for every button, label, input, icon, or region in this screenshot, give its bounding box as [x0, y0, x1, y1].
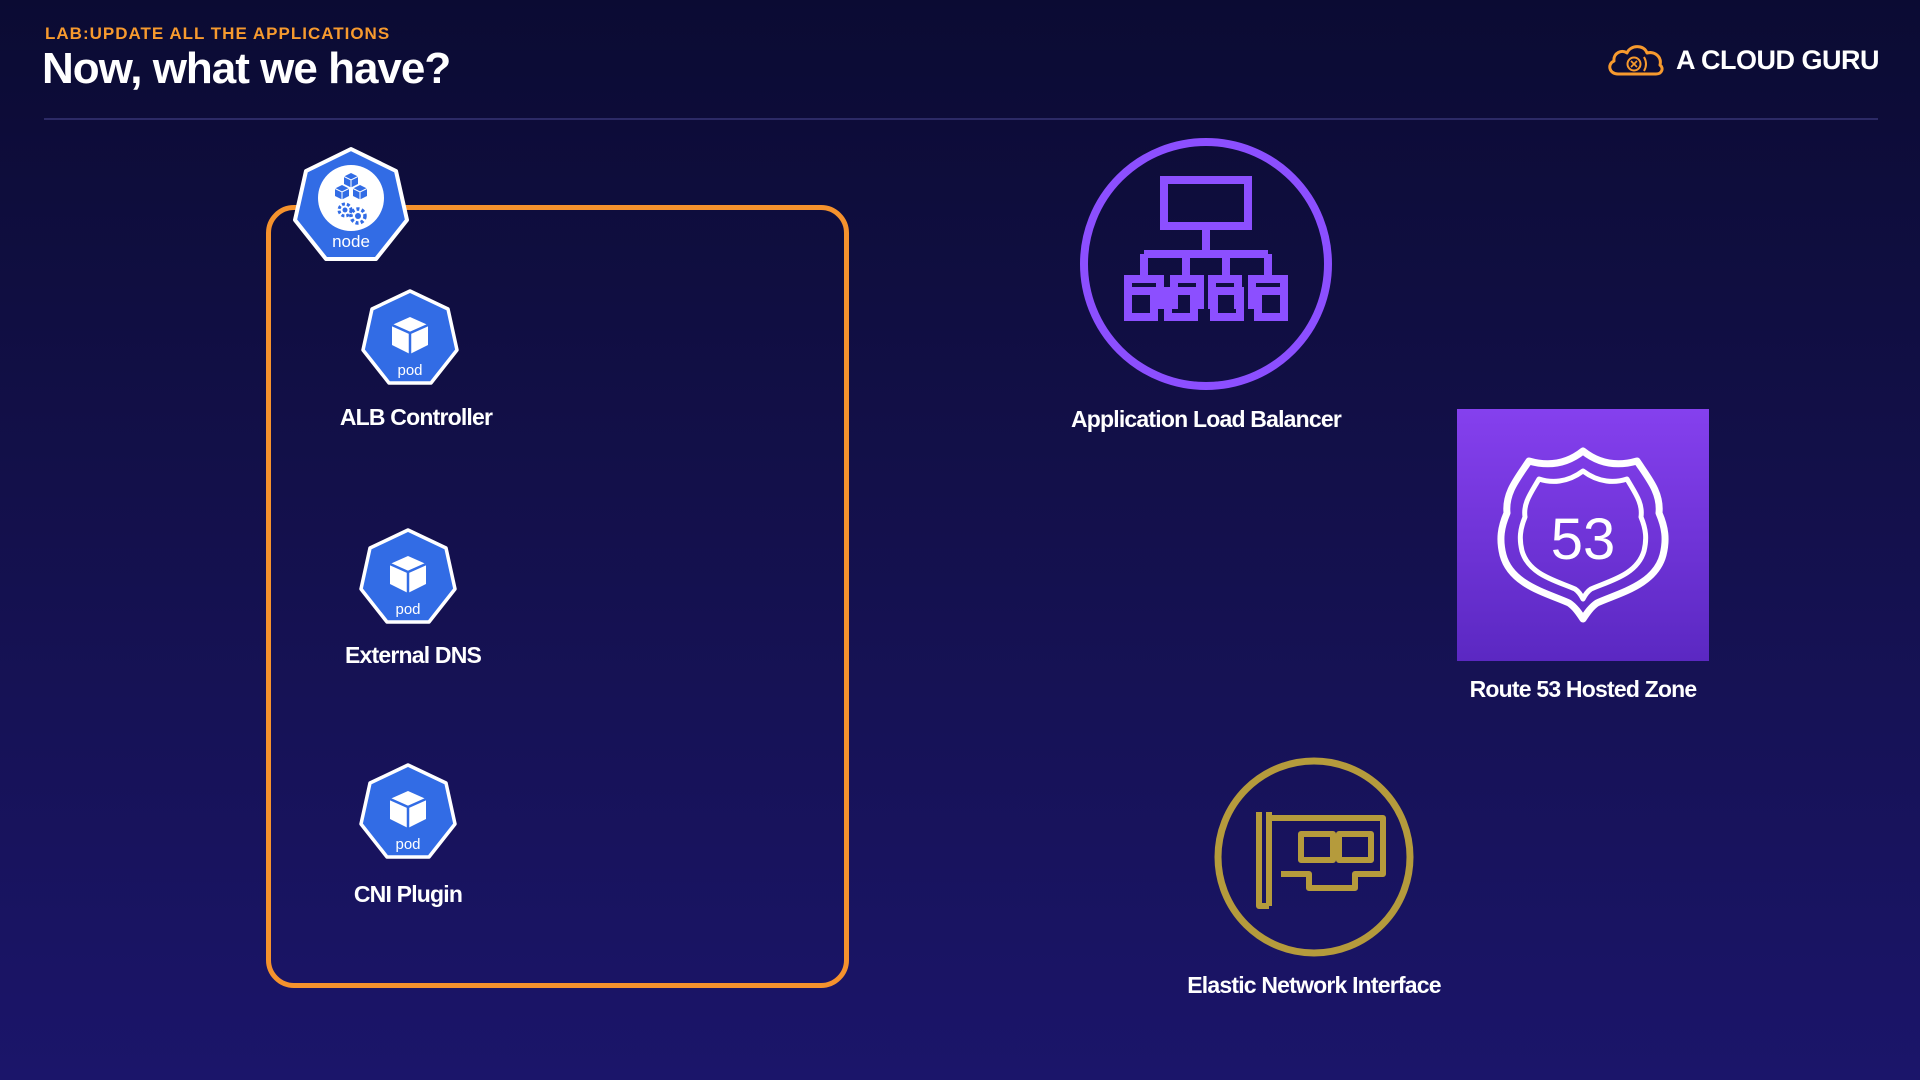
- route53-badge-text: 53: [1551, 507, 1616, 572]
- page-title: Now, what we have?: [42, 44, 451, 93]
- header-divider: [44, 118, 1878, 120]
- brand-logo: A CLOUD GURU: [1604, 36, 1880, 84]
- route53-label: Route 53 Hosted Zone: [1469, 676, 1698, 702]
- kubernetes-pod-icon: pod: [359, 528, 457, 624]
- network-interface-card-icon: [1214, 757, 1414, 957]
- load-balancer-icon: [1080, 138, 1332, 390]
- node-badge-text: node: [332, 232, 370, 251]
- kubernetes-node-icon: node: [293, 147, 409, 261]
- alb-label: Application Load Balancer: [1070, 406, 1342, 432]
- brand-name: A CLOUD GURU: [1676, 44, 1880, 75]
- pod-label-external-dns: External DNS: [344, 642, 482, 668]
- pod-badge-text: pod: [395, 601, 420, 618]
- pod-badge-text: pod: [395, 836, 420, 853]
- route53-tile: 53: [1457, 409, 1709, 661]
- kubernetes-pod-icon: pod: [361, 289, 459, 385]
- node-boundary: [266, 205, 849, 988]
- route53-shield-icon: 53: [1497, 447, 1669, 623]
- eni-label: Elastic Network Interface: [1187, 972, 1441, 998]
- pod-label-cni-plugin: CNI Plugin: [353, 881, 463, 907]
- kubernetes-pod-icon: pod: [359, 763, 457, 859]
- cloud-logo-icon: [1608, 45, 1664, 76]
- pod-badge-text: pod: [397, 362, 422, 379]
- pod-label-alb-controller: ALB Controller: [339, 404, 493, 430]
- lab-eyebrow-title: LAB:UPDATE ALL THE APPLICATIONS: [45, 24, 391, 43]
